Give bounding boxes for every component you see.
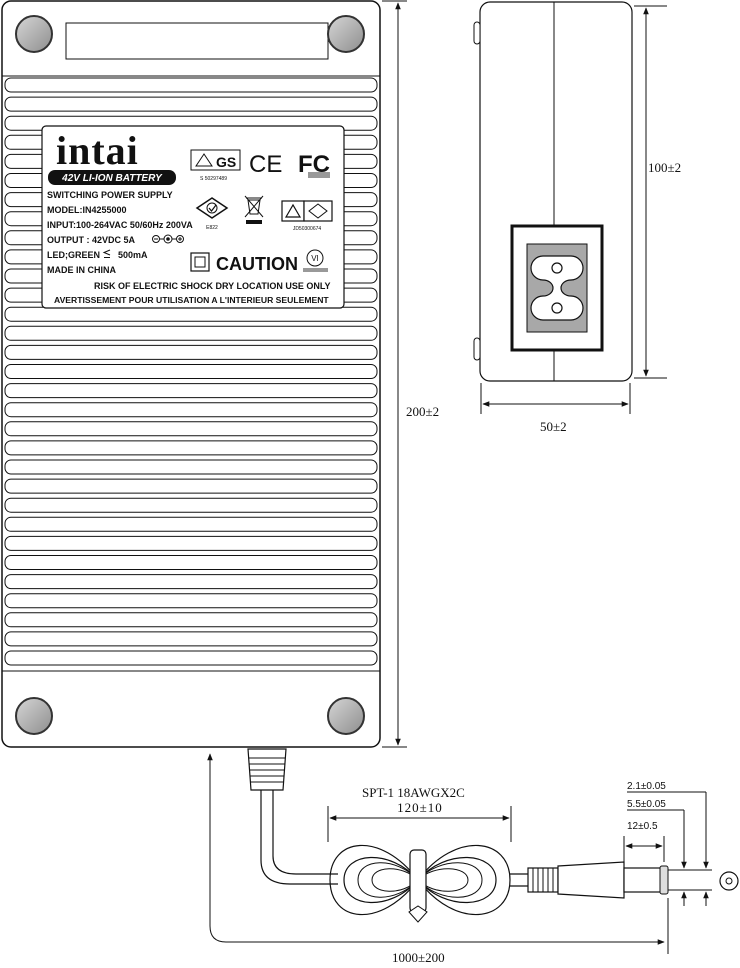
cooling-fin [4,364,378,379]
dimension-height: 100±2 [634,5,681,379]
cooling-fin [4,497,378,513]
tuv-code: JD50300674 [293,226,322,232]
adapter-side-view [473,1,633,382]
screw-top-left [15,15,53,53]
cable-type-text: SPT-1 18AWGX2C [362,785,465,800]
screw-bottom-left [15,697,53,735]
dim-barrel-len-text: 12±0.5 [627,821,658,832]
ce-mark-icon: CE [249,151,282,178]
polarity-icon [152,234,184,244]
dimension-length: 200±2 [382,0,452,748]
cooling-fin [4,77,378,93]
cooling-fin [4,402,378,418]
dimension-cable-coil: SPT-1 18AWGX2C 120±10 [327,785,512,842]
dim-length-text: 200±2 [406,404,439,419]
strain-relief [247,748,287,791]
cooling-fin [4,96,378,112]
dim-width-text: 50±2 [540,419,567,434]
caution-text: CAUTION [216,254,298,274]
svg-text:GS: GS [216,154,236,170]
cooling-fin [4,593,378,609]
label-window [65,22,329,60]
dimension-width: 50±2 [480,383,631,434]
cooling-fin [4,421,378,437]
cable-coil [329,844,511,923]
rcm-code: E822 [206,225,218,231]
efficiency-vi-icon: VI [303,249,328,272]
class-ii-icon [190,252,210,272]
dc-cable [247,748,739,923]
dim-coil-text: 120±10 [397,800,443,815]
cooling-fin [4,535,378,551]
dim-barrel-text: 5.5±0.05 [627,799,666,810]
tuv-mark-icon [281,200,333,222]
label-line-3: INPUT:100-264VAC 50/60Hz 200VA [47,220,193,230]
screw-bottom-right [327,697,365,735]
risk-text: RISK OF ELECTRIC SHOCK DRY LOCATION USE … [94,281,331,291]
dimension-plug: 2.1±0.05 5.5±0.05 12±0.5 [623,781,712,906]
svg-text:VI: VI [311,254,319,263]
cooling-fin [4,325,378,341]
label-line-2: MODEL:IN4255000 [47,205,127,215]
cooling-fin [4,574,378,590]
adapter-top-view [1,0,381,748]
cooling-fin [4,612,378,628]
battery-text: 42V LI-ION BATTERY [61,173,163,184]
screw-top-right [327,15,365,53]
label-line-5-value: 500mA [118,250,148,260]
dim-cable-total-text: 1000±200 [392,950,445,965]
cooling-fin [4,306,378,322]
brand-logo: intai [56,128,139,173]
rcm-mark-icon [195,197,229,219]
dim-height-text: 100±2 [648,160,681,175]
dim-pin-text: 2.1±0.05 [627,781,666,792]
cooling-fin [4,344,378,360]
cooling-fin [4,440,378,456]
gs-number: S 50297489 [200,176,227,182]
cooling-fin [4,478,378,494]
gs-mark-icon: GS [190,149,241,171]
label-line-4: OUTPUT : 42VDC 5A [47,235,136,245]
cooling-fin [4,650,378,666]
cable-tie [409,849,427,913]
battery-badge [48,170,176,185]
cooling-fin [4,383,378,399]
avertissement-text: AVERTISSEMENT POUR UTILISATION A L'INTER… [54,295,329,305]
cooling-fin [4,555,378,570]
dc-plug [527,861,669,899]
label-line-1: SWITCHING POWER SUPPLY [47,190,173,200]
ac-inlet-c8 [510,224,604,352]
label-line-5: LED;GREEN [47,250,100,260]
dimension-cable-total: 1000±200 [207,753,669,965]
rating-label: intai 42V LI-ION BATTERY SWITCHING POWER… [41,125,345,309]
less-equal-icon [102,249,111,258]
weee-bin-icon [244,195,264,224]
cooling-fin [4,631,378,647]
plug-end-view-icon [719,871,739,891]
cooling-fin [4,516,378,532]
label-line-6: MADE IN CHINA [47,265,116,275]
cooling-fin [4,459,378,475]
